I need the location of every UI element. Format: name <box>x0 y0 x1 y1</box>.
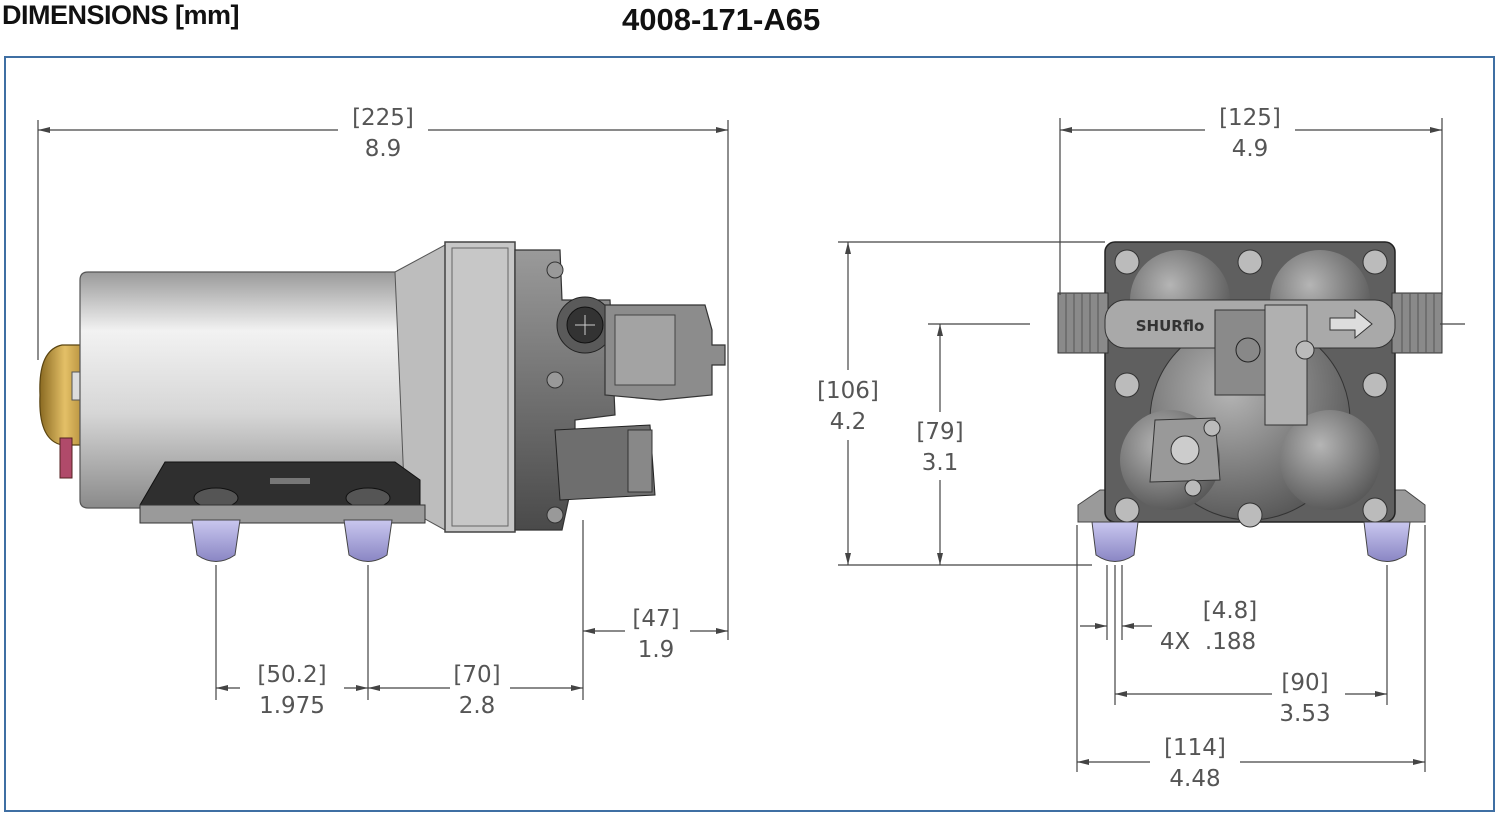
dim-foot-span-mm: [90] <box>1281 670 1328 696</box>
front-dimension-labels: [125] 4.9 [106] 4.2 [79] 3.1 [4.8] 4X .1… <box>817 105 1331 792</box>
dim-width-in: 4.9 <box>1232 136 1269 162</box>
dim-port-height-in: 3.1 <box>922 450 959 476</box>
dim-base-width-in: 4.48 <box>1169 766 1220 792</box>
dim-foot-spacing-in: 1.975 <box>259 693 325 719</box>
dim-foot-head-mm: [70] <box>453 662 500 688</box>
dim-foot-head-in: 2.8 <box>459 693 496 719</box>
drawing-frame <box>4 56 1495 812</box>
dim-foot-spacing-mm: [50.2] <box>257 662 326 688</box>
dim-foot-span-in: 3.53 <box>1279 701 1330 727</box>
dim-hole-in: 4X .188 <box>1160 629 1256 655</box>
part-number: 4008-171-A65 <box>622 2 821 37</box>
dim-length-in: 8.9 <box>365 136 402 162</box>
front-dimension-lines <box>838 118 1465 772</box>
side-view-pump <box>39 241 726 562</box>
side-dimension-labels: [225] 8.9 [50.2] 1.975 [70] 2.8 [47] 1.9 <box>257 105 679 719</box>
dim-length-mm: [225] <box>352 105 414 131</box>
dim-height-in: 4.2 <box>830 409 867 435</box>
dim-port-offset-mm: [47] <box>632 606 679 632</box>
dim-width-mm: [125] <box>1219 105 1281 131</box>
front-view-pump: SHURflo <box>1057 241 1443 562</box>
dim-port-height-mm: [79] <box>916 419 963 445</box>
side-dimension-lines <box>37 120 729 700</box>
dim-height-mm: [106] <box>817 378 879 404</box>
dimensions-title: DIMENSIONS [mm] <box>2 0 240 30</box>
brand-label: SHURflo <box>1136 317 1205 335</box>
dim-base-width-mm: [114] <box>1164 735 1226 761</box>
dim-hole-mm: [4.8] <box>1203 598 1258 624</box>
dim-port-offset-in: 1.9 <box>638 637 675 663</box>
